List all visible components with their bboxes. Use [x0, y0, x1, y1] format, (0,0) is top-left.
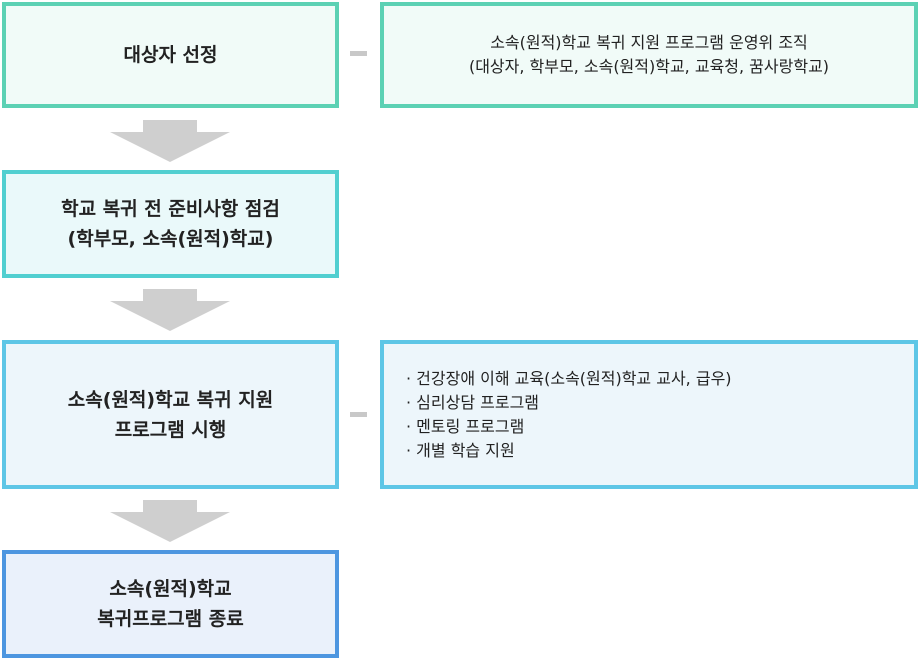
- step-program-end: 소속(원적)학교 복귀프로그램 종료: [2, 550, 339, 658]
- step-run-program: 소속(원적)학교 복귀 지원 프로그램 시행: [2, 340, 339, 489]
- side-note-programs: 건강장애 이해 교육(소속(원적)학교 교사, 급우) 심리상담 프로그램 멘토…: [380, 340, 918, 489]
- list-item: 심리상담 프로그램: [406, 391, 732, 415]
- step-label: 소속(원적)학교 복귀 지원: [67, 388, 274, 411]
- step-label: 소속(원적)학교: [109, 578, 232, 600]
- side-note-line: 소속(원적)학교 복귀 지원 프로그램 운영위 조직: [490, 33, 808, 52]
- side-note-organization: 소속(원적)학교 복귀 지원 프로그램 운영위 조직 (대상자, 학부모, 소속…: [380, 2, 918, 108]
- list-item: 건강장애 이해 교육(소속(원적)학교 교사, 급우): [406, 367, 731, 391]
- down-arrow-icon: [110, 289, 230, 331]
- step-label: (학부모, 소속(원적)학교): [67, 228, 274, 250]
- side-note-line: (대상자, 학부모, 소속(원적)학교, 교육청, 꿈사랑학교): [468, 57, 830, 76]
- program-list: 건강장애 이해 교육(소속(원적)학교 교사, 급우) 심리상담 프로그램 멘토…: [406, 367, 732, 463]
- connector-dash: [350, 412, 367, 417]
- step-label: 복귀프로그램 종료: [97, 608, 244, 630]
- step-select-target: 대상자 선정: [2, 2, 339, 108]
- down-arrow-icon: [110, 500, 230, 542]
- down-arrow-icon: [110, 120, 230, 162]
- connector-dash: [350, 51, 367, 56]
- step-label: 대상자 선정: [123, 44, 218, 66]
- list-item: 멘토링 프로그램: [406, 415, 732, 439]
- step-pre-return-check: 학교 복귀 전 준비사항 점검 (학부모, 소속(원적)학교): [2, 170, 339, 278]
- list-item: 개별 학습 지원: [406, 439, 732, 463]
- step-label: 프로그램 시행: [114, 418, 227, 441]
- step-label: 학교 복귀 전 준비사항 점검: [61, 198, 280, 220]
